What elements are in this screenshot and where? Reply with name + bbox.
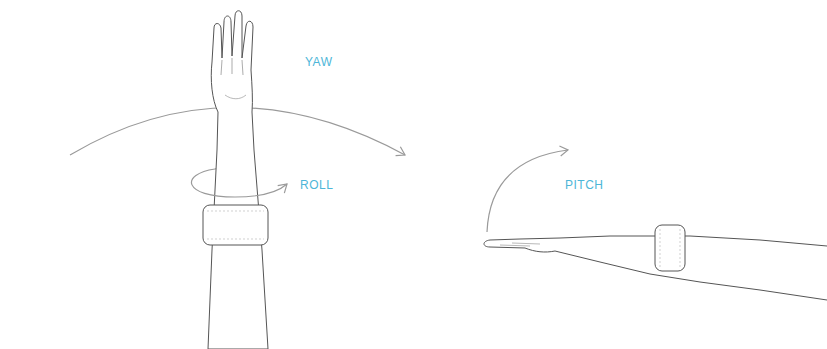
axis-label: YAW [305, 55, 333, 69]
axis-label: PITCH [565, 178, 604, 192]
upright-arm [203, 11, 268, 349]
flat-arm [484, 225, 827, 300]
roll-arrow [191, 169, 287, 197]
axis-label: ROLL [300, 178, 333, 192]
pitch-arrow [487, 150, 568, 232]
